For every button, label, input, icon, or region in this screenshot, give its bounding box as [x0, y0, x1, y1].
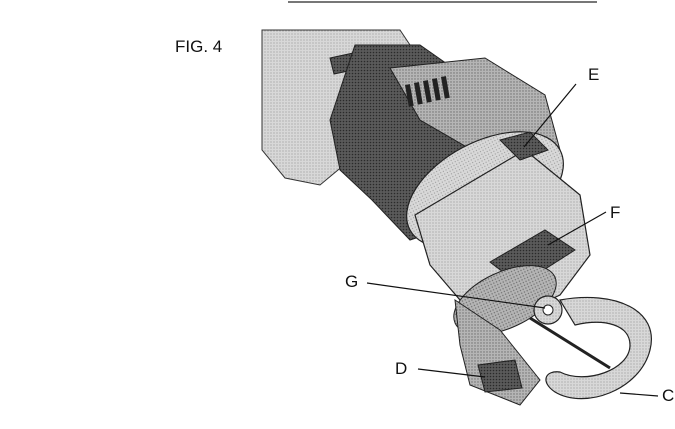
label-e: E [588, 65, 599, 84]
leader-f [547, 211, 607, 246]
figure-caption: FIG. 4 [175, 37, 222, 56]
vent-slots [404, 76, 450, 107]
guide-c [545, 296, 652, 400]
bracket-d [477, 359, 523, 393]
label-f: F [610, 203, 620, 222]
label-g: G [345, 272, 358, 291]
collet-center [542, 304, 554, 316]
bit [529, 316, 611, 370]
label-c: C [662, 386, 674, 405]
lock-button-e [499, 131, 549, 161]
leader-c [619, 392, 659, 397]
leader-d [417, 368, 486, 378]
label-d: D [395, 359, 407, 378]
leader-e [523, 83, 577, 148]
leader-g [366, 282, 546, 309]
